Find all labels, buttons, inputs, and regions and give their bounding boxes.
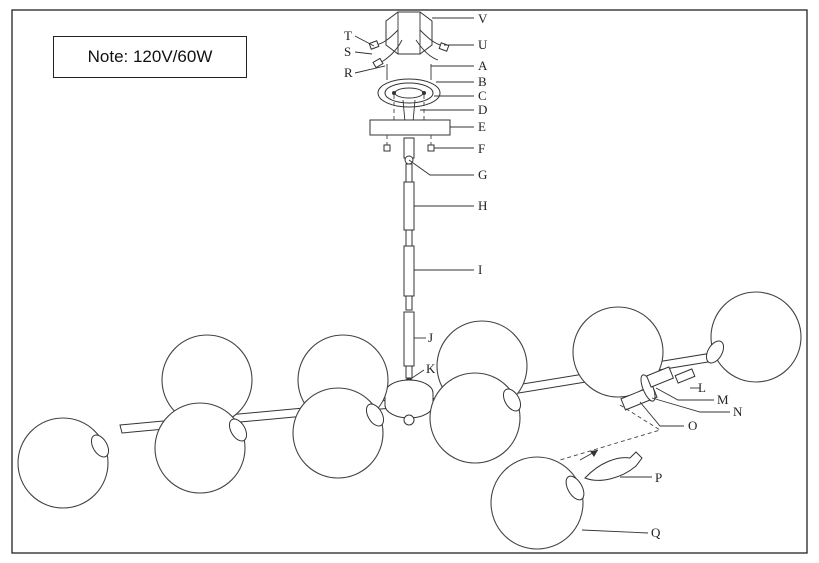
canopy-fitting bbox=[403, 137, 415, 159]
part-labels: V U A B C D E F G H I J K T S R L M N O … bbox=[344, 11, 743, 540]
label-a: A bbox=[478, 58, 488, 73]
label-u: U bbox=[478, 37, 488, 52]
label-v: V bbox=[478, 11, 488, 26]
leader-lines bbox=[354, 17, 730, 534]
label-o: O bbox=[688, 418, 697, 433]
label-h: H bbox=[478, 198, 487, 213]
bulb bbox=[584, 451, 643, 481]
globe bbox=[17, 417, 109, 509]
globe bbox=[154, 402, 246, 494]
label-e: E bbox=[478, 119, 486, 134]
globes bbox=[17, 291, 802, 550]
label-k: K bbox=[426, 361, 436, 376]
label-j: J bbox=[428, 330, 433, 345]
label-l: L bbox=[698, 380, 706, 395]
globe bbox=[292, 387, 384, 479]
label-d: D bbox=[478, 102, 487, 117]
label-c: C bbox=[478, 88, 487, 103]
rod-i bbox=[403, 245, 415, 297]
globe bbox=[572, 306, 664, 398]
voltage-note: Note: 120V/60W bbox=[53, 36, 247, 78]
mounting-hardware bbox=[368, 11, 451, 386]
junction-box bbox=[385, 11, 433, 55]
wire-nuts bbox=[371, 29, 445, 65]
label-t: T bbox=[344, 28, 352, 43]
label-s: S bbox=[344, 44, 351, 59]
label-b: B bbox=[478, 74, 487, 89]
rod-j bbox=[403, 311, 415, 367]
globe-q bbox=[490, 456, 584, 550]
rod-h bbox=[403, 181, 415, 231]
label-m: M bbox=[717, 392, 729, 407]
outer-frame bbox=[11, 9, 808, 554]
globe bbox=[710, 291, 802, 383]
label-p: P bbox=[655, 470, 662, 485]
globe bbox=[429, 372, 521, 464]
label-n: N bbox=[733, 404, 743, 419]
canopy bbox=[369, 119, 451, 136]
label-g: G bbox=[478, 167, 487, 182]
label-f: F bbox=[478, 141, 485, 156]
voltage-note-text: Note: 120V/60W bbox=[87, 47, 213, 66]
label-r: R bbox=[344, 65, 353, 80]
label-q: Q bbox=[651, 525, 661, 540]
label-i: I bbox=[478, 262, 482, 277]
